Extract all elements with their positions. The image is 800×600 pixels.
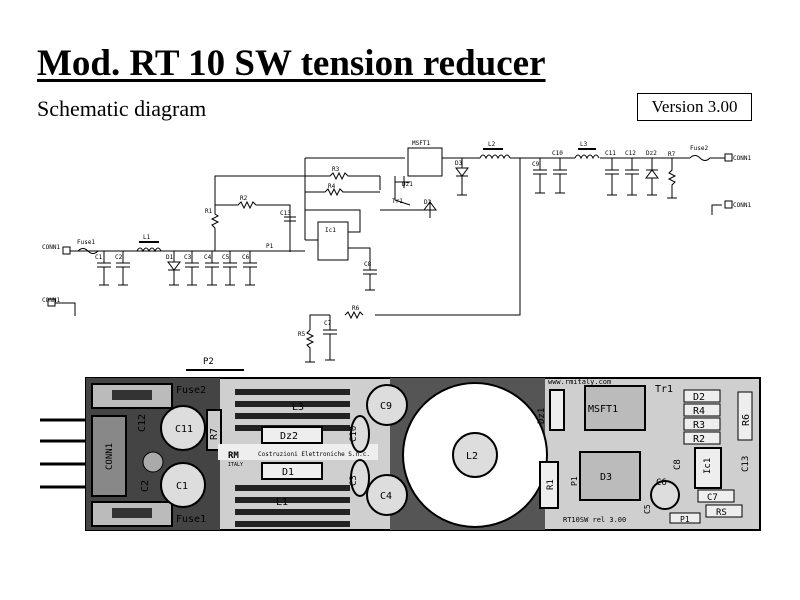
pcb-c4-label: C4 xyxy=(380,491,392,502)
pcb-p2-label: P2 xyxy=(203,357,214,367)
pcb-italy-label: ITALY xyxy=(228,462,243,468)
schem-conn-in2-label: CONN1 xyxy=(42,297,60,304)
pcb-rev-label: RT10SW rel 3.00 xyxy=(563,516,626,524)
schem-fuse1-label: Fuse1 xyxy=(77,239,95,246)
schem-d1-label: D1 xyxy=(166,254,174,261)
schem-dz2-label: Dz2 xyxy=(646,150,657,157)
pcb-c7-label: C7 xyxy=(707,493,718,503)
schem-l1-label: L1 xyxy=(143,234,151,241)
schem-c13-label: C13 xyxy=(280,210,291,217)
pcb-d2-label: D2 xyxy=(693,392,705,403)
schem-p1-label: P1 xyxy=(266,243,274,250)
schem-c2-label: C2 xyxy=(115,254,123,261)
pcb-l1-label: L1 xyxy=(276,497,288,508)
version-badge: Version 3.00 xyxy=(637,93,752,121)
pcb-msft1-label: MSFT1 xyxy=(588,404,618,415)
pcb-fuse2-label: Fuse2 xyxy=(176,385,206,396)
pcb-c5-label: C5 xyxy=(643,504,652,514)
schem-c5-label: C5 xyxy=(222,254,230,261)
schem-conn-out2-label: CONN1 xyxy=(733,202,751,209)
schem-r1-label: R1 xyxy=(205,208,213,215)
pcb-fuse1-label: Fuse1 xyxy=(176,514,206,525)
schem-d3-label: D3 xyxy=(455,160,463,167)
pcb-c12-label: C12 xyxy=(137,414,148,432)
pcb-l2-label: L2 xyxy=(466,451,478,462)
pcb-r6-label: R6 xyxy=(741,414,752,426)
schem-r6-label: R6 xyxy=(352,305,360,312)
pcb-r7-label: R7 xyxy=(209,428,220,440)
pcb-l3-label: L3 xyxy=(292,402,304,413)
pcb-ic1-label: Ic1 xyxy=(703,458,713,474)
schem-r2-label: R2 xyxy=(240,195,248,202)
schem-c10-label: C10 xyxy=(552,150,563,157)
pcb-rm-logo: RM xyxy=(228,451,239,461)
schem-l3-label: L3 xyxy=(580,141,588,148)
schem-fuse2-label: Fuse2 xyxy=(690,145,708,152)
schem-c1-label: C1 xyxy=(95,254,103,261)
pcb-c11-label: C11 xyxy=(175,424,193,435)
pcb-c13-label: C13 xyxy=(741,456,751,472)
schem-ic1-label: Ic1 xyxy=(325,227,336,234)
pcb-r1-label: R1 xyxy=(546,479,556,490)
schem-r3-label: R3 xyxy=(332,166,340,173)
page-subtitle: Schematic diagram xyxy=(37,96,207,121)
schem-tr1-label: Tr1 xyxy=(392,198,403,205)
pcb-c10-label: C10 xyxy=(349,426,359,442)
pcb-r2-label: R2 xyxy=(693,434,705,445)
schem-r4-label: R4 xyxy=(328,183,336,190)
pcb-rs-label: RS xyxy=(716,508,727,518)
pcb-p1b-label: P1 xyxy=(680,515,690,524)
schem-r5-label: R5 xyxy=(298,331,306,338)
pcb-company-label: Costruzioni Elettroniche S.n.c. xyxy=(258,451,370,458)
page-title: Mod. RT 10 SW tension reducer xyxy=(37,43,546,84)
pcb-p1-label: P1 xyxy=(570,476,579,486)
pcb-c1-label: C1 xyxy=(176,481,188,492)
schem-msft1-label: MSFT1 xyxy=(412,140,430,147)
schem-c3-label: C3 xyxy=(184,254,192,261)
pcb-tr1-label: Tr1 xyxy=(655,384,673,395)
pcb-d3-label: D3 xyxy=(600,472,612,483)
pcb-dz2-label: Dz2 xyxy=(280,431,298,442)
pcb-web-label: www.rmitaly.com xyxy=(548,378,611,386)
pcb-c3-label: C3 xyxy=(349,475,359,486)
schem-c8-label: C8 xyxy=(364,261,372,268)
pcb-r3-label: R3 xyxy=(693,420,705,431)
schem-d2-label: D2 xyxy=(424,199,432,206)
pcb-conn1-label: CONN1 xyxy=(105,443,115,470)
schem-c4-label: C4 xyxy=(204,254,212,261)
pcb-c2-label: C2 xyxy=(140,480,151,492)
schem-c9-label: C9 xyxy=(532,161,540,168)
schem-c6-label: C6 xyxy=(242,254,250,261)
schem-c7-label: C7 xyxy=(324,320,332,327)
schem-dz1-label: Dz1 xyxy=(402,181,413,188)
pcb-dz1-label: Dz1 xyxy=(537,408,547,424)
pcb-c6-label: C6 xyxy=(656,478,667,488)
schem-conn-in-label: CONN1 xyxy=(42,244,60,251)
pcb-d1-label: D1 xyxy=(282,467,294,478)
schem-conn-out-label: CONN1 xyxy=(733,155,751,162)
pcb-c9-label: C9 xyxy=(380,401,392,412)
schematic-diagram: CONN1 CONN1 CONN1 CONN1 Fuse1 L1 C1 C2 D… xyxy=(42,140,751,363)
schem-c11-label: C11 xyxy=(605,150,616,157)
schem-l2-label: L2 xyxy=(488,141,496,148)
schem-r7-label: R7 xyxy=(668,151,676,158)
schem-c12-label: C12 xyxy=(625,150,636,157)
pcb-r4-label: R4 xyxy=(693,406,705,417)
pcb-c8-label: C8 xyxy=(673,459,683,470)
